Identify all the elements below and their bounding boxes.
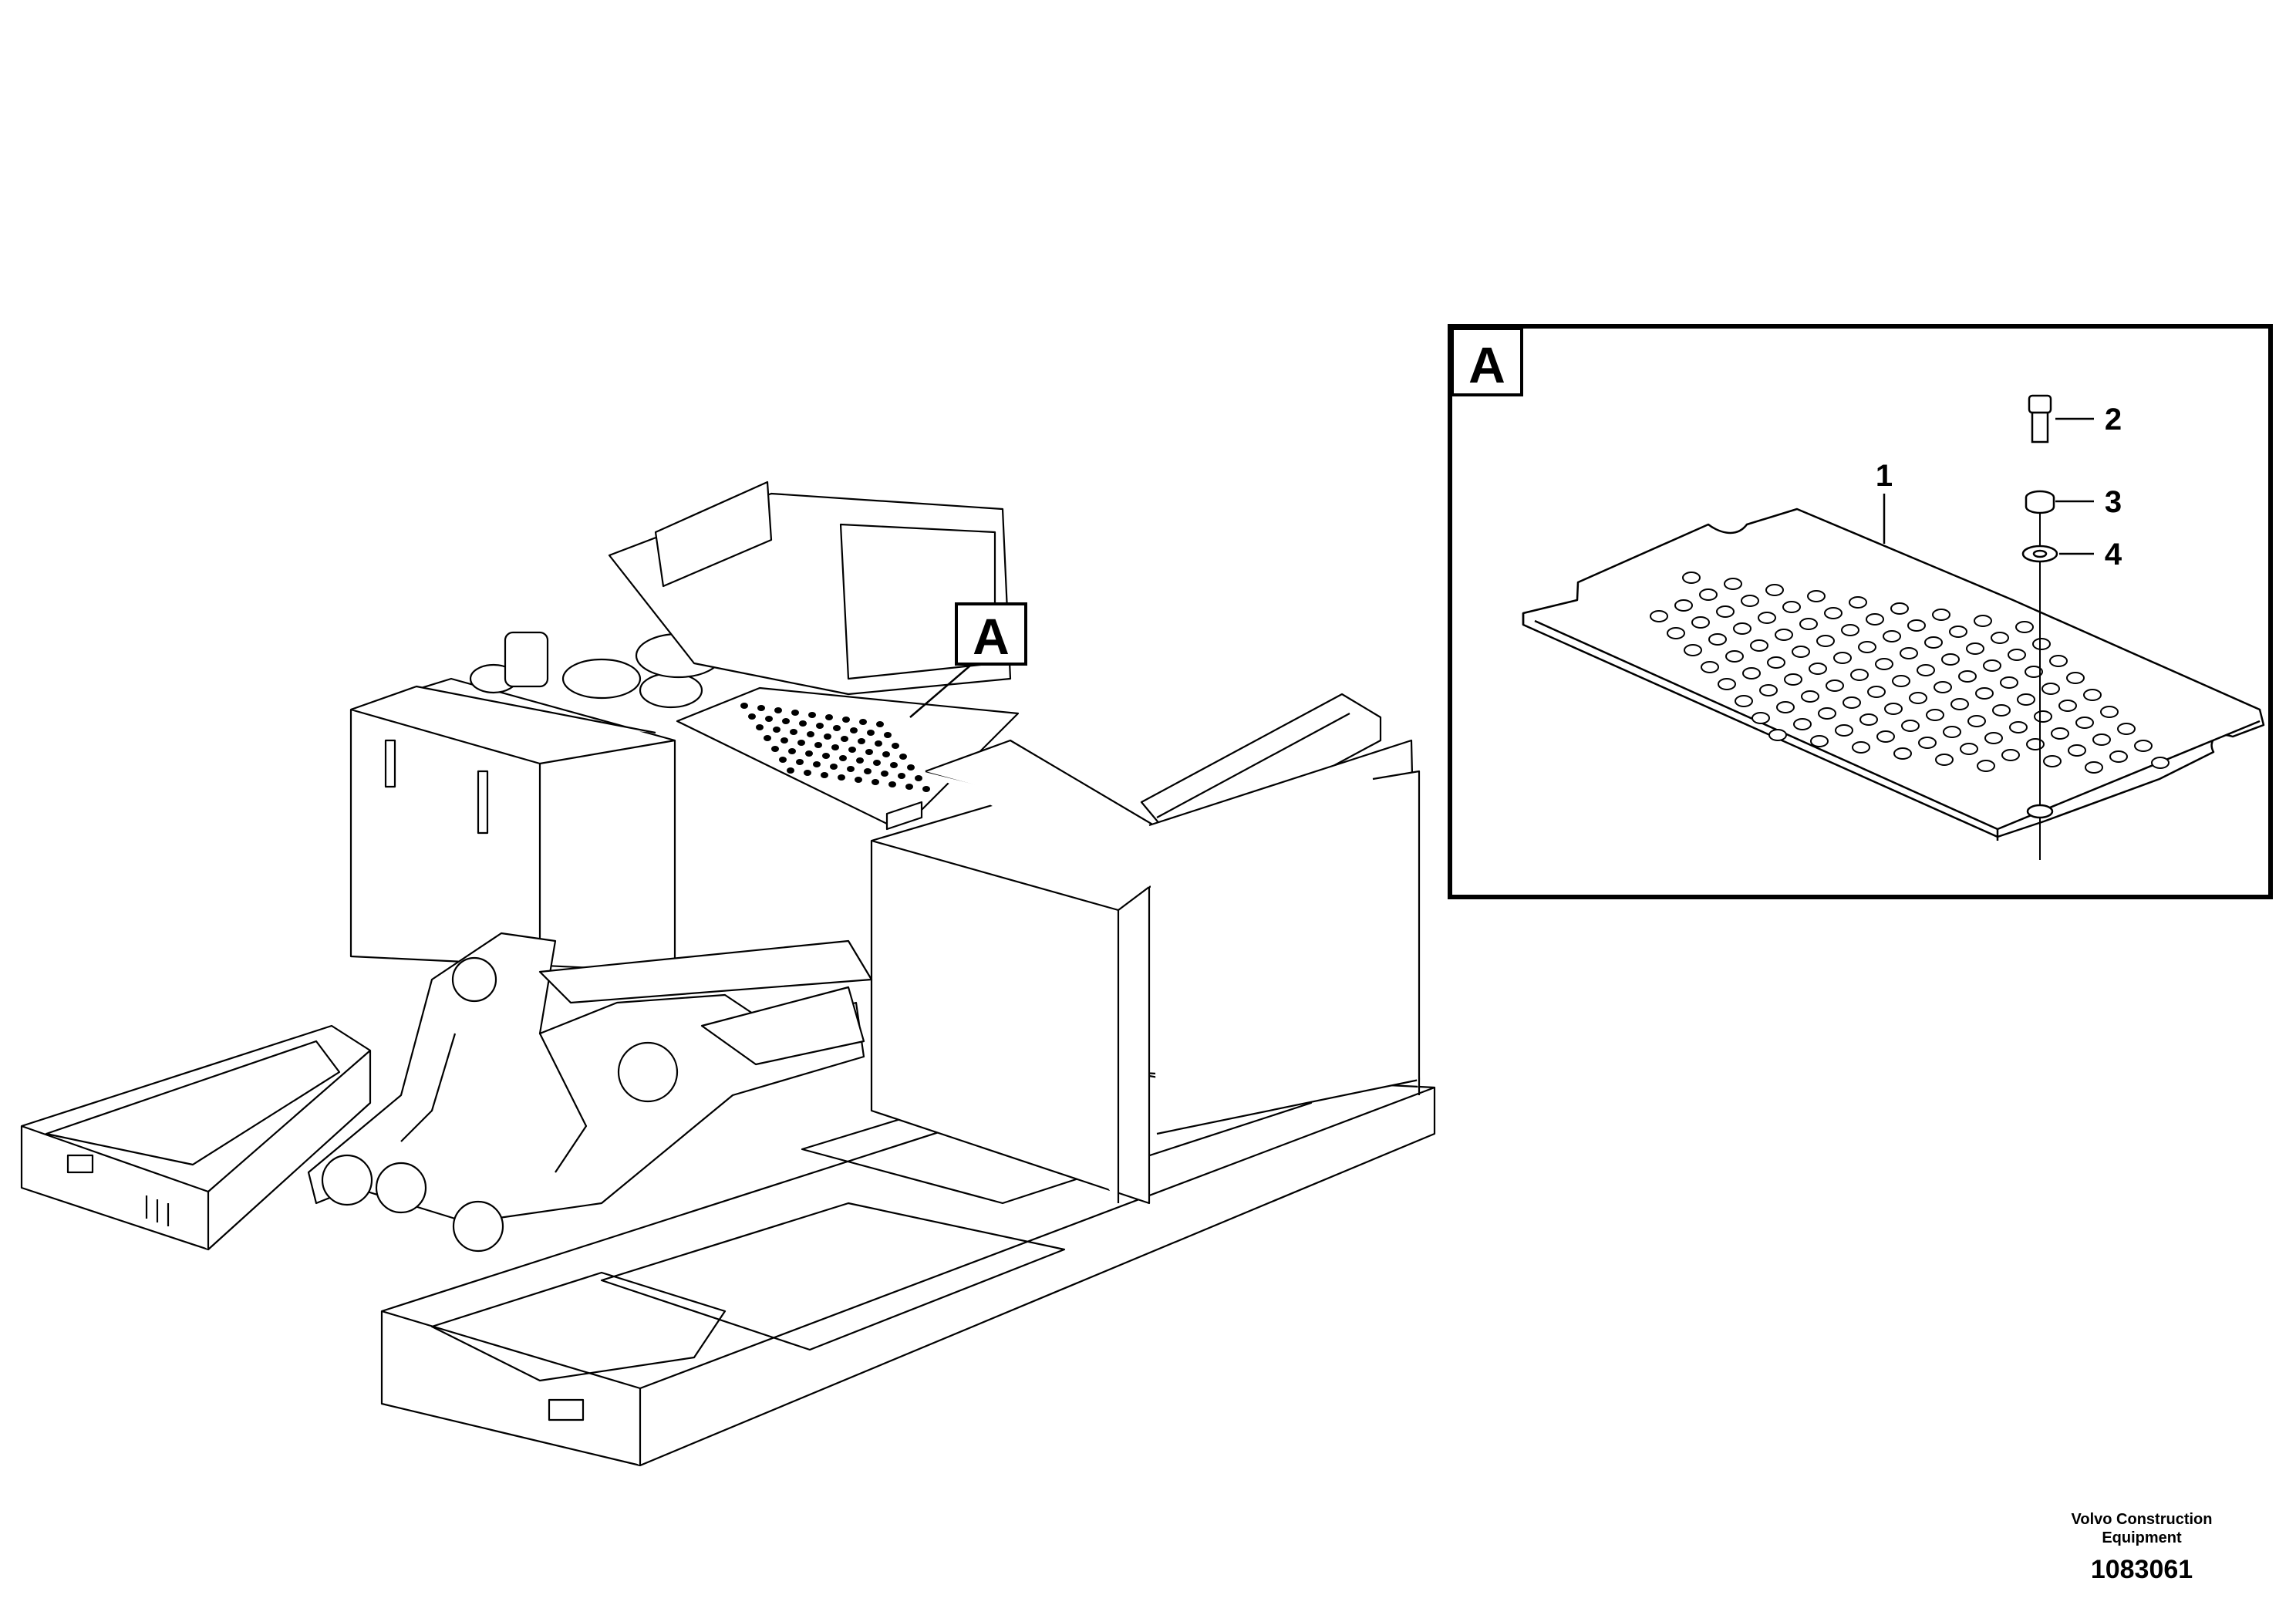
title-block: Volvo Construction Equipment 1083061 (2026, 1510, 2257, 1585)
callout-a-detail-label: A (1468, 336, 1505, 393)
document-number: 1083061 (2090, 1555, 2193, 1584)
leader-lines (1883, 417, 2094, 555)
part-number-4: 4 (2105, 538, 2122, 572)
slot-icon (548, 1398, 585, 1421)
cover-plate-detail (1522, 508, 2265, 841)
excavator-frame (20, 481, 1436, 1467)
company-name-line2: Equipment (2102, 1529, 2182, 1546)
cover-plate-main (676, 686, 1020, 831)
fastener-stack (2021, 394, 2058, 860)
detail-view-a: A 1 2 3 4 (1448, 324, 2273, 899)
bolt-shank-icon (2031, 411, 2049, 443)
slot-icon (66, 1154, 94, 1174)
part-number-2: 2 (2105, 403, 2122, 437)
callout-a-main: A (909, 602, 1027, 718)
boom-bracket (307, 932, 865, 1253)
perforation-holes (1650, 572, 2170, 774)
company-name-line1: Volvo Construction (2071, 1511, 2213, 1528)
callout-a-main-label: A (973, 608, 1010, 665)
part-number-1: 1 (1876, 459, 1893, 493)
bolt-head-icon (2028, 394, 2052, 414)
part-number-3: 3 (2105, 485, 2122, 519)
